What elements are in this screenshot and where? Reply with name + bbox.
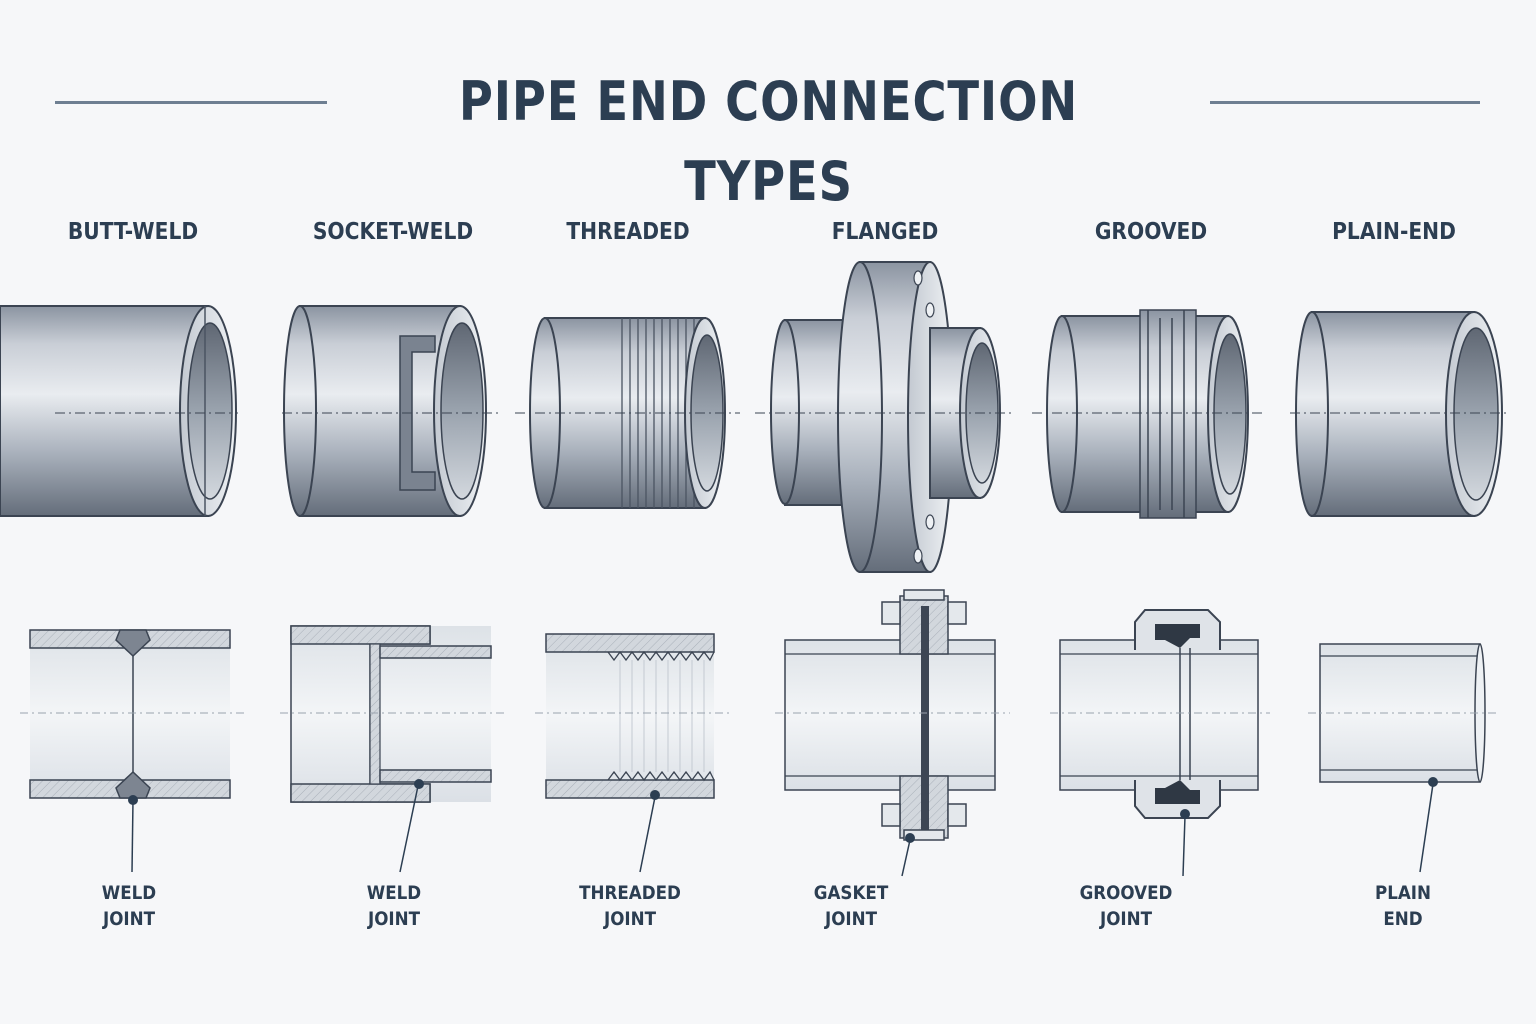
socket-weld-pipe-3d xyxy=(283,305,487,517)
grooved-section xyxy=(1059,609,1259,877)
socket-weld-section xyxy=(290,625,492,873)
flanged-pipe-3d xyxy=(770,261,1001,573)
flanged-section xyxy=(784,589,996,877)
label-threaded: THREADED xyxy=(566,219,690,245)
plain-end-pipe-3d xyxy=(1295,311,1503,517)
label-socket-weld: SOCKET-WELD xyxy=(312,219,474,245)
threaded-section xyxy=(545,633,715,873)
label-butt-weld: BUTT-WELD xyxy=(67,219,199,245)
butt-weld-pipe-3d xyxy=(0,305,237,517)
page-title: PIPE END CONNECTION TYPES xyxy=(458,70,1079,213)
plain-end-section xyxy=(1319,643,1486,873)
title-rule-right xyxy=(1210,101,1480,104)
label-grooved: GROOVED xyxy=(1094,219,1208,245)
title-bar: PIPE END CONNECTION TYPES xyxy=(0,62,1536,213)
label-flanged: FLANGED xyxy=(831,219,939,245)
title-rule-left xyxy=(55,101,327,104)
grooved-pipe-3d xyxy=(1046,309,1249,519)
butt-weld-section xyxy=(29,629,231,873)
label-plain-end: PLAIN-END xyxy=(1332,219,1456,245)
